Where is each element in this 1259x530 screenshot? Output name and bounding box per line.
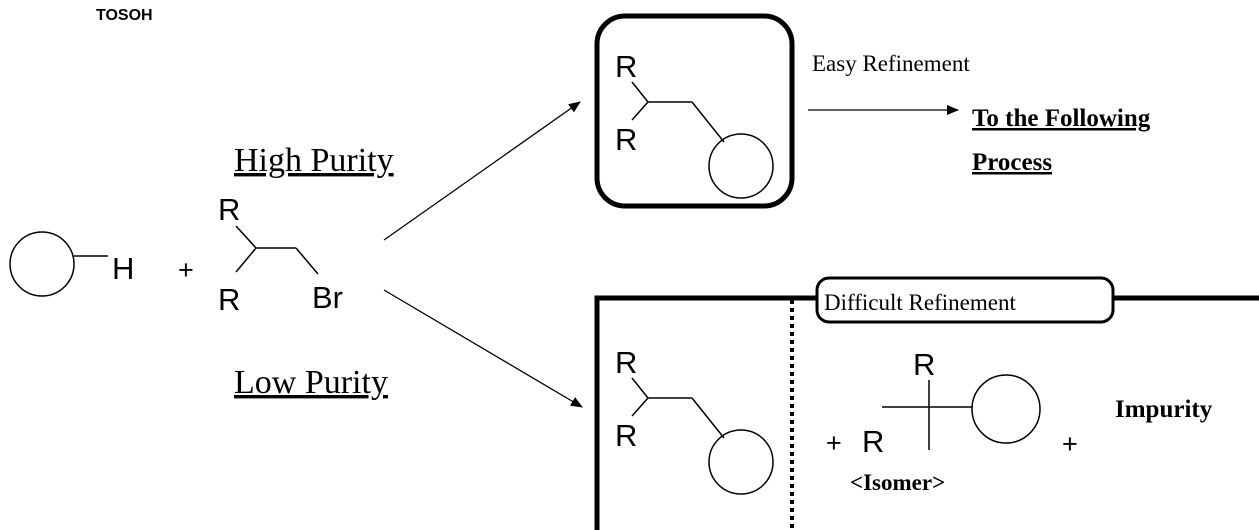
high-product-r-top: R (615, 49, 637, 84)
tosoh-logo: TOSOH (96, 7, 153, 24)
next-process-line2: Process (972, 149, 1052, 176)
high-product-ring (708, 133, 774, 199)
low-product-ring (708, 429, 774, 495)
high-product-r-bottom: R (615, 122, 637, 157)
reaction-plus: + (178, 255, 194, 285)
reagent-br: Br (312, 280, 343, 315)
low-product-r-bottom: R (615, 418, 637, 453)
reagent-chain-2 (295, 247, 319, 275)
low-plus-1: + (826, 428, 842, 458)
high-purity-label: High Purity (234, 142, 394, 179)
arrow-low-purity (383, 289, 583, 408)
arrow-high-purity (383, 101, 581, 241)
reactant-h: H (112, 251, 134, 286)
impurity-label: Impurity (1115, 396, 1213, 423)
ring-reactant (9, 231, 75, 297)
reagent-r-top: R (218, 192, 240, 227)
isomer-r-left: R (862, 424, 884, 459)
low-purity-label: Low Purity (234, 364, 388, 401)
difficult-refinement-label: Difficult Refinement (824, 290, 1016, 315)
isomer-label: <Isomer> (850, 470, 945, 495)
high-product-skeleton (631, 81, 649, 121)
low-plus-2: + (1062, 429, 1078, 459)
isomer-r-top: R (913, 347, 935, 382)
reagent-skeleton (235, 225, 257, 273)
low-product-chain-2 (691, 397, 725, 439)
low-product-skeleton (631, 377, 649, 417)
high-product-chain-2 (691, 101, 725, 143)
low-product-r-top: R (615, 345, 637, 380)
next-process-line1: To the Following (972, 105, 1151, 132)
reagent-r-bottom: R (218, 282, 240, 317)
isomer-ring (971, 374, 1041, 444)
high-purity-product-box (594, 13, 795, 209)
difficult-refinement-tag (815, 276, 1115, 324)
easy-refinement-label: Easy Refinement (812, 51, 970, 76)
